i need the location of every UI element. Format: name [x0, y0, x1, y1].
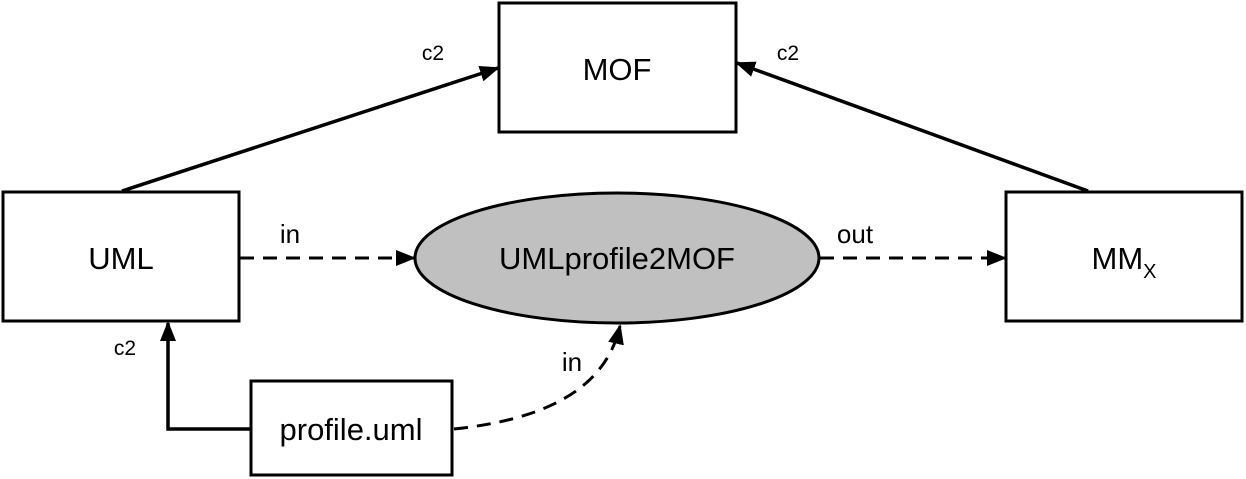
edge-profile-to-uml	[160, 321, 250, 431]
node-transform[interactable]: UMLprofile2MOF	[413, 191, 821, 325]
node-transform-label: UMLprofile2MOF	[499, 241, 735, 276]
node-mof-label: MOF	[583, 52, 652, 87]
edge-profile-to-uml-label: c2	[114, 337, 136, 360]
edge-uml-to-mof-label: c2	[422, 42, 444, 65]
edge-profile-to-transform-label: in	[562, 347, 582, 377]
node-mmx-label: MMX	[1092, 241, 1157, 283]
node-profile-label: profile.uml	[280, 412, 423, 447]
node-mmx-label-subscript: X	[1143, 261, 1156, 283]
edge-mmx-to-mof	[735, 61, 1089, 193]
edge-mmx-to-mof-label: c2	[777, 42, 799, 65]
edge-uml-to-mof	[121, 65, 500, 193]
node-profile[interactable]: profile.uml	[249, 379, 454, 477]
edge-uml-to-transform-label: in	[280, 219, 300, 249]
edge-profile-to-transform	[453, 324, 624, 431]
node-mof[interactable]: MOF	[497, 1, 738, 134]
node-mmx-label-main: MM	[1092, 241, 1144, 276]
node-uml[interactable]: UML	[1, 190, 241, 323]
edge-transform-to-mmx-label: out	[837, 219, 874, 249]
node-uml-label: UML	[88, 241, 153, 276]
node-mmx[interactable]: MMX	[1004, 190, 1244, 323]
